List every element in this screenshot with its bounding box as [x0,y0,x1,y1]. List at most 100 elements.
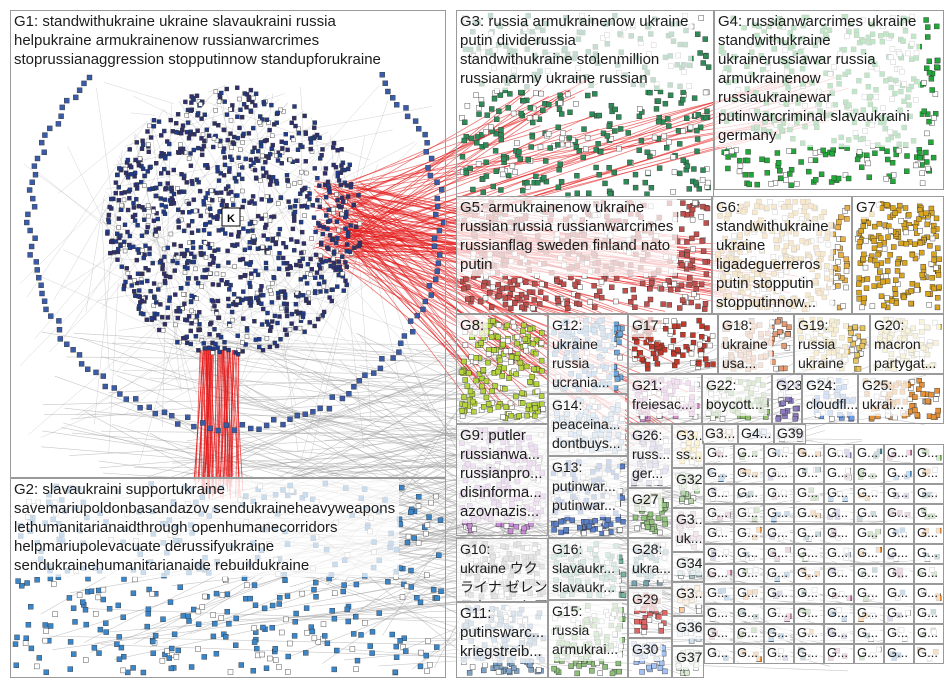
node-square [162,254,167,260]
node-square [185,265,190,271]
node-square [248,108,253,113]
node-square [289,237,294,242]
node-square [181,292,186,297]
node-square [320,147,325,152]
node-square [269,102,274,108]
node-square [125,207,131,213]
node-square [113,190,119,196]
node-square [213,108,218,113]
node-square [212,304,217,309]
node-square [107,204,112,210]
node-square [163,204,169,209]
node-square [154,185,159,191]
node-square [158,302,163,307]
node-square [239,340,245,345]
node-square [225,137,231,143]
node-square [174,309,179,314]
node-square [269,178,274,184]
node-square [194,313,200,319]
node-square [138,179,144,185]
node-square [116,216,122,221]
node-square [440,219,447,226]
node-square [254,176,259,181]
node-square [139,280,145,285]
node-square [283,131,288,137]
node-square [163,155,168,161]
node-square [265,236,270,242]
node-square [188,299,194,305]
node-square [76,352,83,358]
node-square [223,231,228,236]
node-square [180,306,185,311]
node-square [134,196,139,202]
node-square [221,127,227,132]
node-square [250,228,255,233]
node-square [317,405,323,411]
node-square [264,336,270,341]
node-square [249,199,255,204]
node-square [189,179,195,184]
node-square [247,425,254,432]
node-square [253,268,258,274]
node-square [133,157,138,163]
node-square [344,209,349,215]
node-square [216,315,221,321]
node-square [336,178,342,183]
node-square [288,205,293,210]
node-square [278,337,283,342]
node-square [157,181,163,187]
node-square [145,203,151,208]
node-square [125,157,131,163]
node-square [265,310,270,316]
node-square [231,427,238,433]
node-square [291,137,296,143]
node-square [299,188,305,193]
node-square [224,202,229,208]
node-square [198,245,204,250]
node-square [224,281,229,287]
node-square [202,346,208,351]
node-square [371,370,377,376]
node-square [225,248,230,254]
node-square [168,413,175,419]
node-square [118,243,123,249]
node-square [284,309,289,314]
node-square [312,166,317,171]
node-square [175,340,180,345]
node-square [329,298,334,304]
node-square [251,240,257,245]
node-square [303,159,308,164]
node-square [290,226,296,232]
node-square [197,310,202,315]
node-square [288,265,293,270]
node-square [122,248,128,254]
node-square [307,191,312,196]
node-square [327,218,333,223]
node-square [285,147,290,153]
node-square [226,296,231,302]
node-square [336,227,341,233]
node-square [407,318,414,324]
node-square [247,240,253,245]
node-square [280,421,286,428]
node-square [304,281,310,286]
node-square [299,204,304,209]
node-square [235,114,240,119]
node-square [253,103,258,108]
node-square [298,293,303,298]
node-square [178,142,183,147]
node-square [140,138,145,144]
node-square [175,112,181,117]
node-square [275,158,281,163]
node-square [207,220,213,225]
node-square [222,340,227,345]
node-square [251,234,257,240]
node-square [178,286,184,291]
node-square [340,254,345,259]
node-square [202,112,208,117]
node-square [214,311,220,316]
node-square [146,267,151,273]
node-square [337,264,342,269]
node-square [336,203,341,209]
node-square [323,194,329,200]
